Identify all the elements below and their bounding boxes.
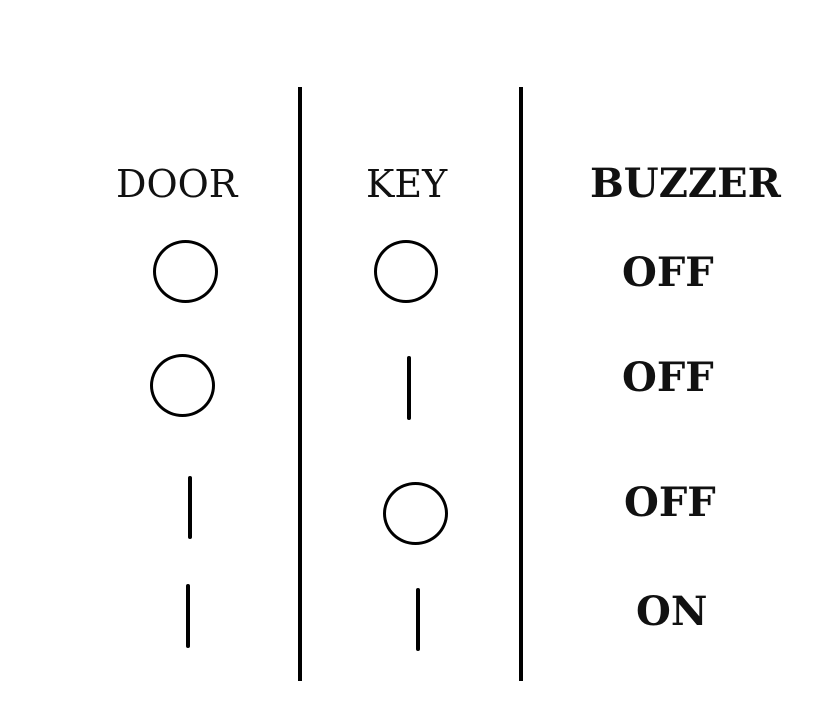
buzzer-state: ON [636,588,708,635]
door-column-header: DOOR [116,162,238,206]
buzzer-state: OFF [622,354,714,401]
buzzer-column-header: BUZZER [590,160,781,207]
key-open-circle-icon [374,240,438,303]
buzzer-state: OFF [624,479,716,526]
column-divider-right [519,87,523,681]
buzzer-state: OFF [622,249,714,296]
door-closed-bar-icon [188,476,192,539]
key-closed-bar-icon [416,588,420,651]
door-open-circle-icon [153,240,218,303]
key-open-circle-icon [383,482,448,545]
door-open-circle-icon [150,354,215,417]
key-column-header: KEY [366,162,448,206]
key-closed-bar-icon [407,356,411,420]
door-closed-bar-icon [186,584,190,648]
column-divider-left [298,87,302,681]
